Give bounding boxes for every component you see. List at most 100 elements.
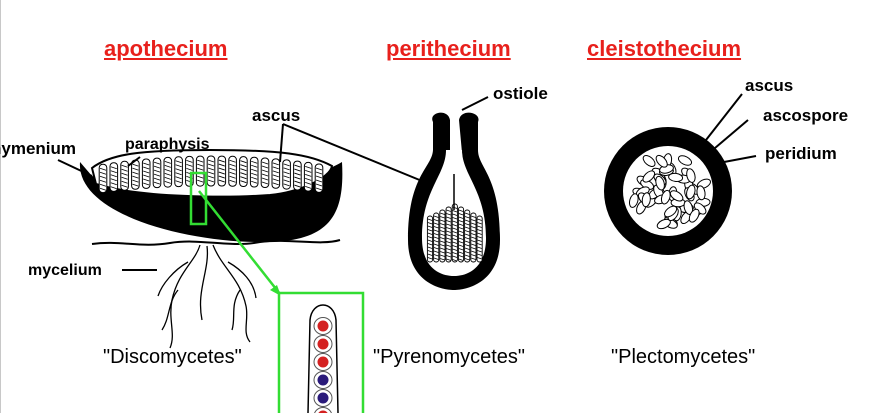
perithecium-spore-mark — [433, 215, 439, 218]
ascus-spore-mark — [99, 175, 107, 179]
perithecium-spore-mark — [446, 230, 451, 233]
ascus-spore-mark — [251, 168, 258, 172]
perithecium-spore-mark — [427, 236, 433, 239]
ascus-spore-mark — [186, 159, 193, 163]
title-perithecium[interactable]: perithecium — [386, 36, 511, 61]
ascus-spore-mark — [294, 176, 301, 180]
mycelium-base-line — [91, 239, 341, 246]
cleistothecium-ascospore — [664, 205, 678, 218]
perithecium-spore-mark — [471, 222, 476, 225]
ascospore-nucleus — [317, 392, 329, 404]
perithecium-spore-mark — [446, 216, 451, 219]
ascus-spore-mark — [305, 174, 312, 177]
perithecium-spore-mark — [471, 250, 476, 253]
ascus-sac — [163, 156, 173, 188]
paraphysis-pointer — [127, 156, 141, 167]
ascus-spore-mark — [229, 163, 236, 167]
ascus-spore-mark — [283, 167, 290, 171]
ascus-spore-mark — [207, 171, 215, 175]
ascus-spore-mark — [153, 169, 161, 173]
perithecium-spore-mark — [464, 244, 470, 247]
ascus-spore-mark — [164, 164, 171, 168]
ascus-spore-mark — [261, 169, 269, 173]
zoom-arrow — [198, 190, 281, 295]
perithecium-spore-mark — [471, 243, 476, 246]
ascus-spore-mark — [305, 186, 312, 189]
cleistothecium-ascospore — [655, 154, 668, 168]
ostiole-pointer — [461, 96, 489, 111]
ascus-pointer-b — [282, 123, 423, 182]
ascus-spore-mark — [229, 175, 236, 179]
ascus-sac — [271, 158, 281, 189]
ascospore-nucleus — [317, 338, 329, 350]
title-cleistothecium[interactable]: cleistothecium — [587, 36, 742, 61]
ascus-spore-mark — [175, 160, 182, 164]
ascus-spore-mark — [272, 162, 279, 166]
ascus-spore-mark — [197, 179, 204, 183]
ascus-sac — [195, 155, 205, 187]
ascus-spore-mark — [164, 176, 171, 180]
perithecium-spore-mark — [433, 226, 439, 229]
ascus-spore-mark — [283, 175, 290, 179]
label-peridium: peridium — [765, 144, 837, 163]
ascus-spore-mark — [229, 159, 236, 163]
cleistothecium-ascospore — [660, 189, 671, 205]
ascus-spore-mark — [229, 167, 236, 171]
perithecium-spore-mark — [458, 258, 464, 261]
perithecium-spore-mark — [427, 218, 433, 221]
ascus-spore-mark — [164, 180, 171, 184]
perithecium-spore-mark — [458, 230, 464, 233]
ascus-spore-mark — [294, 164, 301, 168]
apothecium-asci — [98, 155, 324, 194]
ascus-sac — [174, 156, 183, 188]
ascus-spore-mark — [143, 174, 150, 178]
ascus-spore-mark — [272, 182, 279, 186]
group-plectomycetes: "Plectomycetes" — [611, 346, 756, 368]
ascus-spore-mark — [218, 171, 225, 175]
ascus-spore-mark — [207, 179, 215, 183]
perithecium-spore-mark — [464, 223, 470, 226]
label-ascospore: ascospore — [763, 106, 849, 125]
perithecium-spore-mark — [440, 212, 445, 215]
perithecium-spore-mark — [427, 250, 433, 253]
perithecium-spore-mark — [464, 230, 470, 233]
perithecium-spore-mark — [433, 243, 439, 246]
ascus-pointer-a — [279, 123, 284, 163]
ascus-spore-mark — [251, 164, 258, 168]
ascus-pointer-cleisto — [705, 93, 743, 141]
ascus-spore-mark — [99, 179, 107, 183]
mycelium-hyphae — [157, 244, 257, 349]
perithecium-spore-mark — [458, 209, 464, 212]
perithecium-spore-mark — [452, 210, 458, 213]
perithecium-spore-mark — [446, 234, 451, 237]
perithecium-spore-mark — [452, 248, 458, 251]
ascus-spore-mark — [143, 170, 150, 174]
perithecium-spore-mark — [446, 244, 451, 247]
ascus-spore-mark — [283, 179, 290, 183]
cleistothecium-ascospore — [696, 185, 706, 201]
perithecium-spore-mark — [458, 241, 464, 244]
perithecium-spore-mark — [471, 219, 476, 222]
perithecium-spore-mark — [440, 223, 445, 226]
perithecium-spore-mark — [427, 257, 433, 260]
perithecium-spore-mark — [446, 227, 451, 230]
perithecium-spore-mark — [446, 237, 451, 240]
perithecium-spore-mark — [452, 227, 458, 230]
ascus-spore-mark — [186, 167, 193, 171]
cleistothecium-figure — [604, 93, 757, 255]
perithecium-spore-mark — [433, 247, 439, 250]
perithecium-spore-mark — [433, 229, 439, 232]
ascospore-nucleus — [318, 410, 328, 413]
ascus-spore-mark — [153, 173, 161, 177]
perithecium-spore-mark — [440, 233, 445, 236]
ascus-spore-mark — [99, 183, 107, 187]
ascus-spore-mark — [197, 175, 204, 179]
ascus-spore-mark — [175, 168, 182, 172]
perithecium-spore-mark — [464, 226, 470, 229]
perithecium-spore-mark — [440, 216, 445, 219]
ascus-spore-mark — [99, 171, 107, 175]
title-apothecium[interactable]: apothecium — [104, 36, 228, 61]
perithecium-spore-mark — [477, 232, 482, 235]
page-left-border — [0, 0, 1, 413]
